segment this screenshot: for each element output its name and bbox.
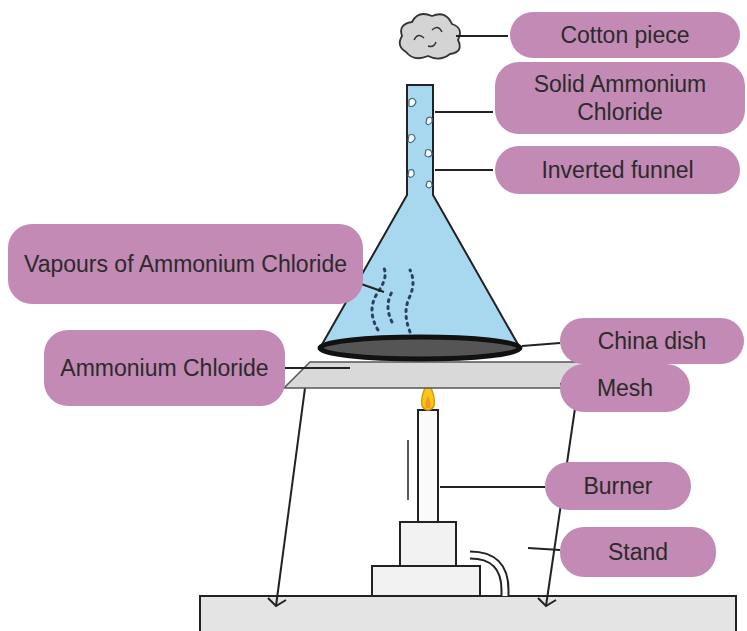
label-text: Mesh bbox=[597, 374, 653, 402]
callout-label: Stand bbox=[560, 527, 716, 577]
label-text: Solid Ammonium Chloride bbox=[509, 70, 731, 126]
burner bbox=[372, 382, 505, 596]
cotton-plug bbox=[400, 14, 460, 59]
stand bbox=[268, 388, 578, 606]
label-text: Vapours of Ammonium Chloride bbox=[24, 250, 347, 278]
callout-label: Vapours of Ammonium Chloride bbox=[8, 224, 363, 304]
callout-label: Burner bbox=[545, 462, 691, 510]
label-text: China dish bbox=[598, 327, 707, 355]
china-dish bbox=[320, 337, 520, 359]
callout-label: Mesh bbox=[560, 364, 690, 412]
label-text: Cotton piece bbox=[560, 21, 689, 49]
callout-label: Solid Ammonium Chloride bbox=[495, 62, 745, 134]
base-plate bbox=[200, 596, 736, 631]
inverted-funnel bbox=[320, 85, 520, 348]
callout-label: Inverted funnel bbox=[495, 146, 740, 194]
wire-mesh bbox=[284, 362, 600, 388]
callout-label: Cotton piece bbox=[510, 12, 740, 58]
callout-label: China dish bbox=[560, 318, 744, 364]
label-text: Burner bbox=[583, 472, 652, 500]
label-text: Stand bbox=[608, 538, 668, 566]
callout-label: Ammonium Chloride bbox=[44, 330, 285, 406]
label-text: Inverted funnel bbox=[541, 156, 693, 184]
label-text: Ammonium Chloride bbox=[60, 354, 268, 382]
